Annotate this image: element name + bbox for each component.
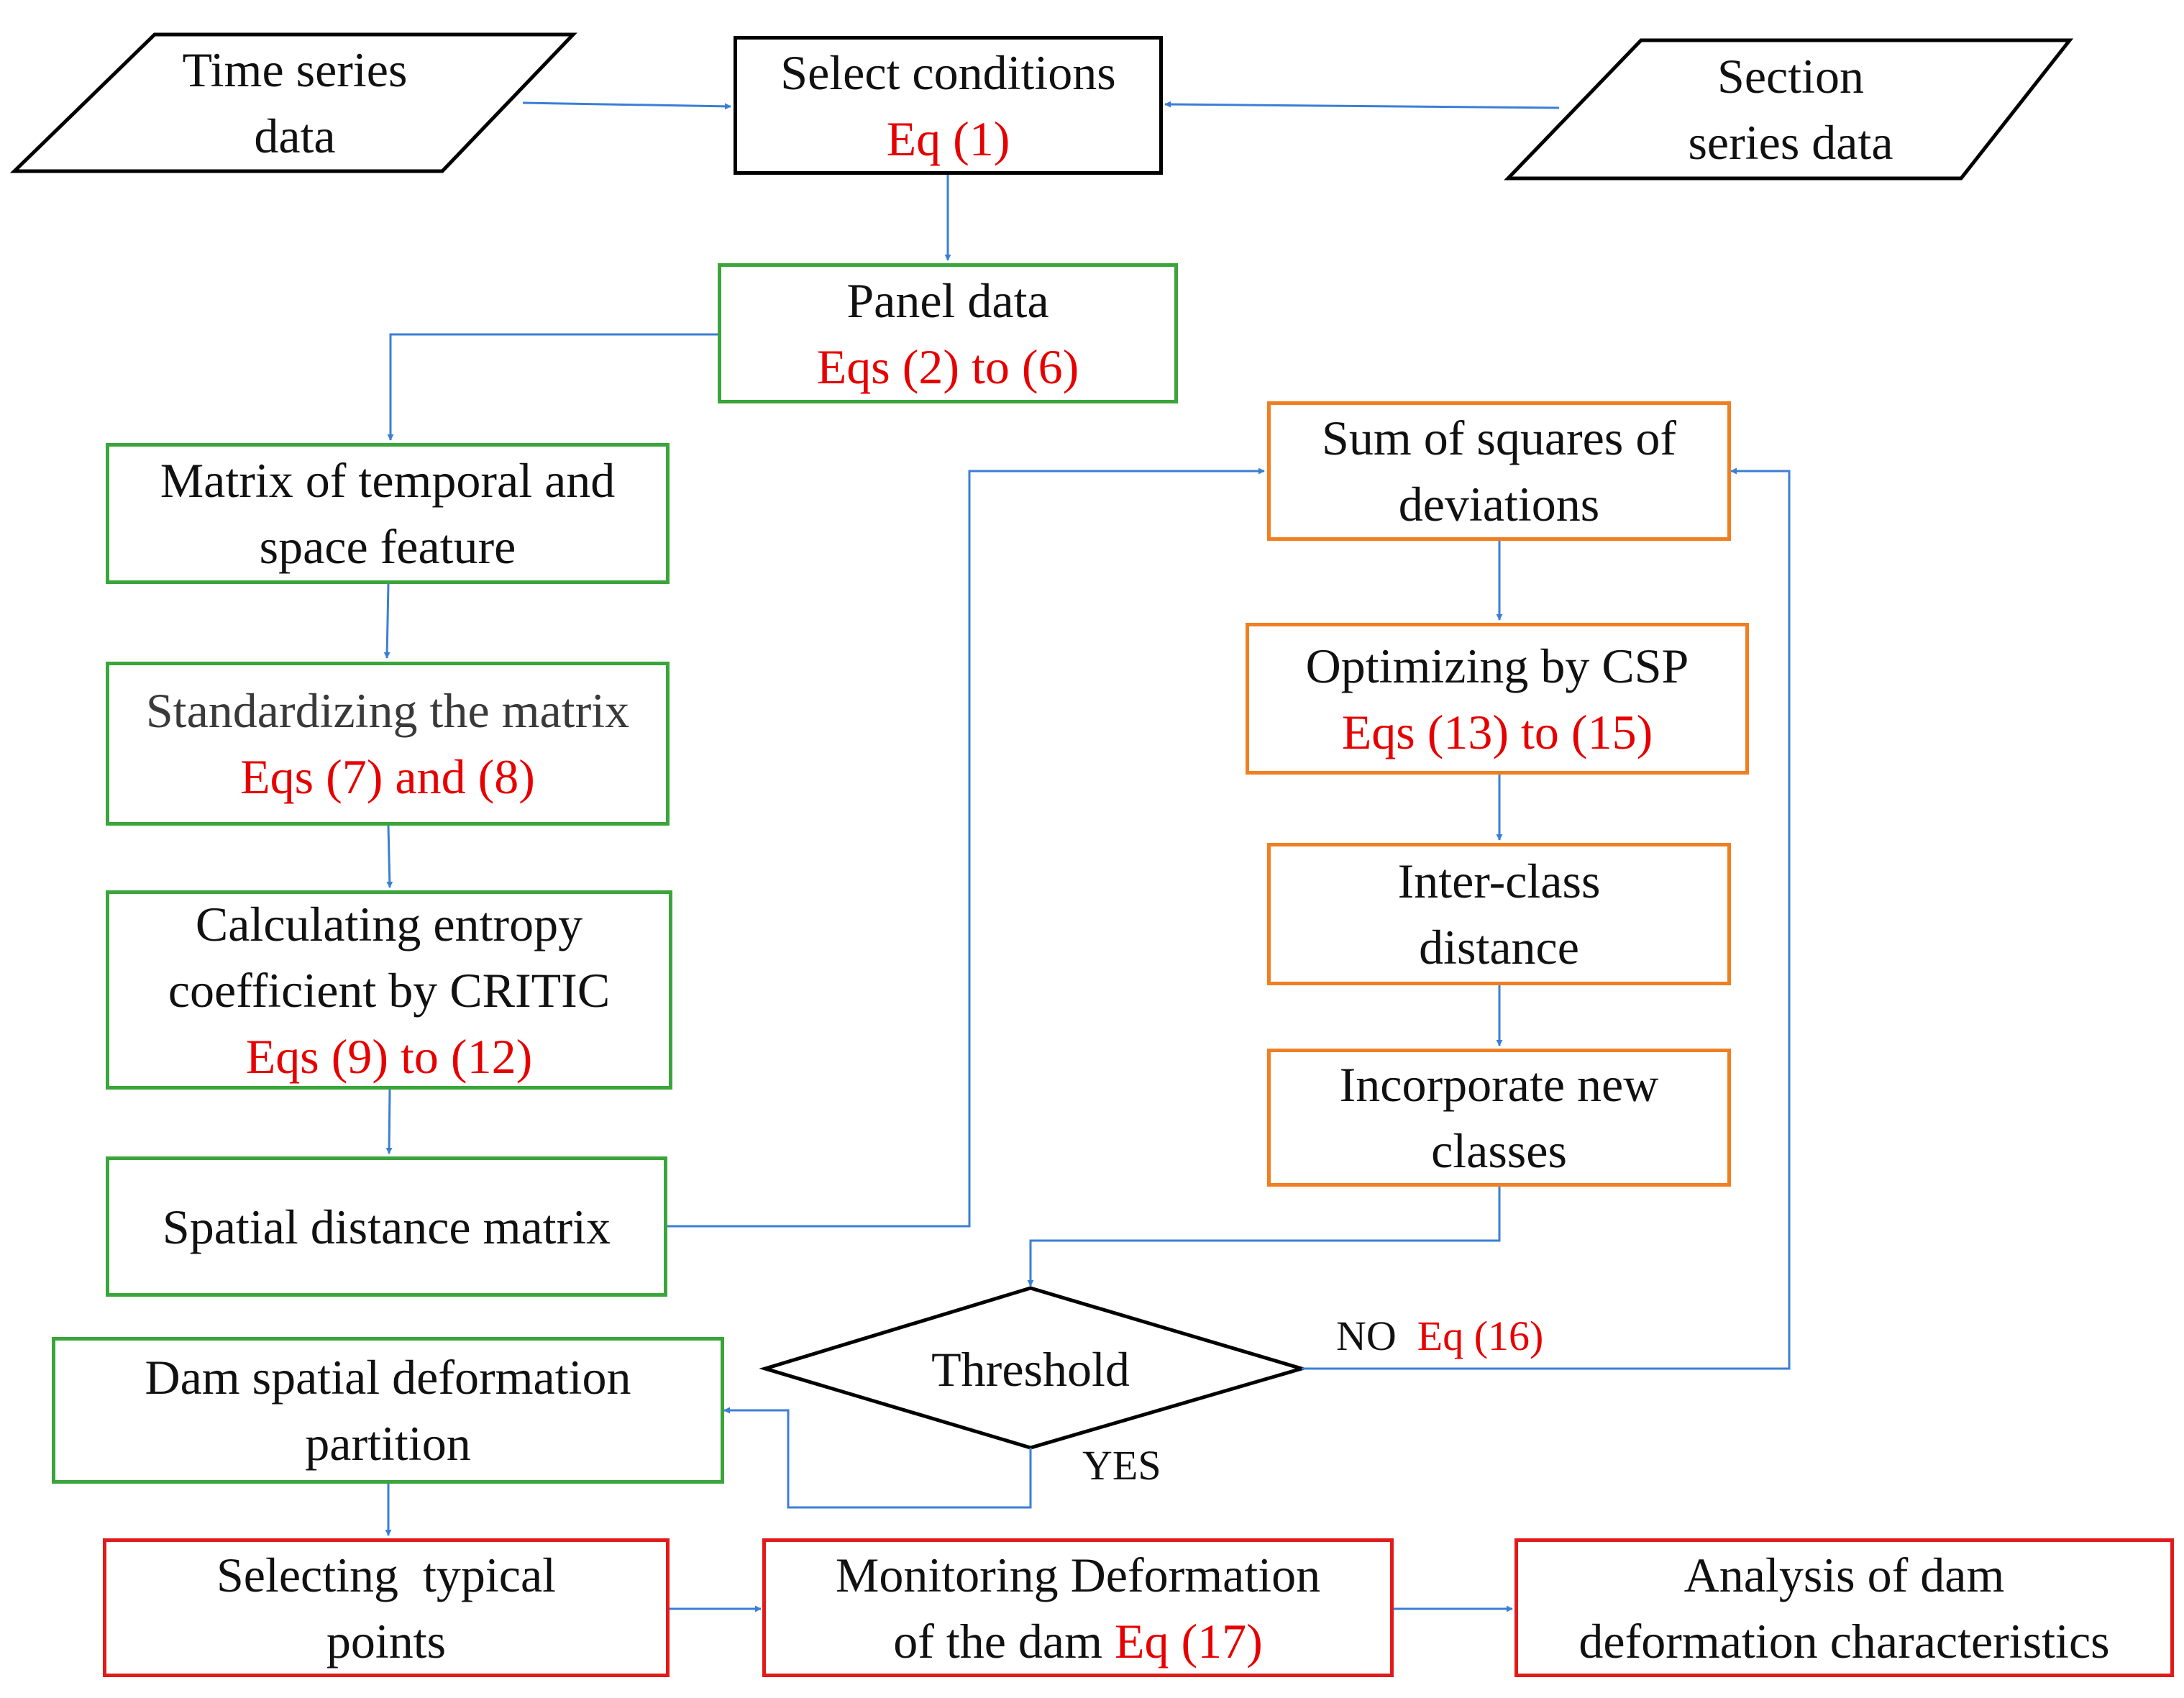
matrix-feature-line-2: space feature <box>259 519 516 574</box>
monitoring-line-2: of the dam Eq (17) <box>893 1608 1263 1674</box>
standardizing-title: Standardizing the matrix <box>145 683 630 738</box>
time-series-line-1: Time series <box>182 42 408 97</box>
arrow-section-to-select <box>1164 101 1560 109</box>
monitoring-line-1: Monitoring Deformation <box>835 1547 1321 1602</box>
arrow-panel-to-matrix <box>387 333 718 441</box>
analysis-box: Analysis of dam deformation characterist… <box>1514 1538 2174 1677</box>
no-branch-equation: Eq (16) <box>1417 1313 1544 1359</box>
entropy-box: Calculating entropy coefficient by CRITI… <box>106 890 672 1090</box>
matrix-feature-box: Matrix of temporal and space feature <box>106 443 670 584</box>
typical-points-box: Selecting typical points <box>103 1538 670 1677</box>
arrow-standardizing-to-entropy <box>386 825 393 888</box>
monitoring-box: Monitoring Deformation of the dam Eq (17… <box>762 1538 1394 1677</box>
section-series-shape <box>1504 38 2074 181</box>
yes-branch-label: YES <box>1082 1441 1161 1491</box>
panel-data-box: Panel data Eqs (2) to (6) <box>718 263 1178 403</box>
typical-points-line-2: points <box>326 1613 447 1669</box>
standardizing-equation: Eqs (7) and (8) <box>240 749 535 804</box>
typical-points-line-1: Selecting typical <box>216 1547 557 1602</box>
time-series-line-2: data <box>254 109 336 163</box>
standardizing-box: Standardizing the matrix Eqs (7) and (8) <box>106 662 670 826</box>
no-branch-label: NO Eq (16) <box>1336 1311 1543 1361</box>
time-series-shape <box>9 32 577 173</box>
optimizing-equation: Eqs (13) to (15) <box>1341 704 1653 759</box>
inter-class-line-1: Inter-class <box>1397 854 1601 908</box>
panel-data-title: Panel data <box>846 273 1049 328</box>
entropy-line-1: Calculating entropy <box>195 896 583 951</box>
entropy-line-2: coefficient by CRITIC <box>168 962 611 1018</box>
panel-data-equation: Eqs (2) to (6) <box>816 339 1079 394</box>
inter-class-box: Inter-class distance <box>1267 843 1731 985</box>
arrow-spatial-to-sum <box>667 467 1265 1228</box>
sum-squares-box: Sum of squares of deviations <box>1267 401 1731 541</box>
arrow-matrix-to-standardizing <box>383 583 390 659</box>
inter-class-line-2: distance <box>1419 920 1579 974</box>
partition-line-2: partition <box>305 1416 471 1471</box>
select-conditions-equation: Eq (1) <box>886 111 1010 166</box>
entropy-equation: Eqs (9) to (12) <box>245 1028 533 1084</box>
spatial-distance-title: Spatial distance matrix <box>162 1199 611 1254</box>
incorporate-box: Incorporate new classes <box>1267 1049 1731 1187</box>
arrow-incorporate-to-threshold <box>1027 1187 1501 1287</box>
no-label: NO <box>1336 1313 1397 1359</box>
sum-squares-line-2: deviations <box>1398 477 1600 531</box>
arrow-time-series-to-select <box>522 101 731 110</box>
incorporate-line-2: classes <box>1431 1123 1567 1178</box>
threshold-text: Threshold <box>931 1342 1130 1397</box>
arrow-entropy-to-spatial <box>385 1089 393 1154</box>
matrix-feature-line-1: Matrix of temporal and <box>160 453 616 508</box>
sum-squares-line-1: Sum of squares of <box>1322 411 1676 465</box>
analysis-line-1: Analysis of dam <box>1683 1547 2005 1602</box>
time-series-data-label: Time series data <box>137 35 453 171</box>
optimizing-box: Optimizing by CSP Eqs (13) to (15) <box>1246 623 1749 775</box>
arrow-threshold-yes-to-partition <box>723 1407 1032 1509</box>
spatial-distance-box: Spatial distance matrix <box>106 1156 667 1297</box>
threshold-label: Threshold <box>834 1336 1227 1402</box>
select-conditions-box: Select conditions Eq (1) <box>734 36 1163 175</box>
connectors <box>383 101 1791 1612</box>
incorporate-line-1: Incorporate new <box>1339 1057 1659 1112</box>
partition-box: Dam spatial deformation partition <box>52 1337 724 1484</box>
section-series-data-label: Section series data <box>1625 40 1956 178</box>
arrow-threshold-no-to-sum <box>1302 467 1791 1370</box>
section-series-line-1: Section <box>1717 49 1864 104</box>
partition-line-1: Dam spatial deformation <box>145 1350 631 1405</box>
analysis-line-2: deformation characteristics <box>1578 1613 2110 1669</box>
select-conditions-title: Select conditions <box>780 45 1116 100</box>
monitoring-line-2-text: of the dam <box>893 1613 1115 1669</box>
section-series-line-2: series data <box>1688 115 1893 170</box>
yes-label: YES <box>1082 1442 1161 1489</box>
optimizing-title: Optimizing by CSP <box>1305 638 1689 693</box>
monitoring-equation: Eq (17) <box>1114 1613 1263 1669</box>
